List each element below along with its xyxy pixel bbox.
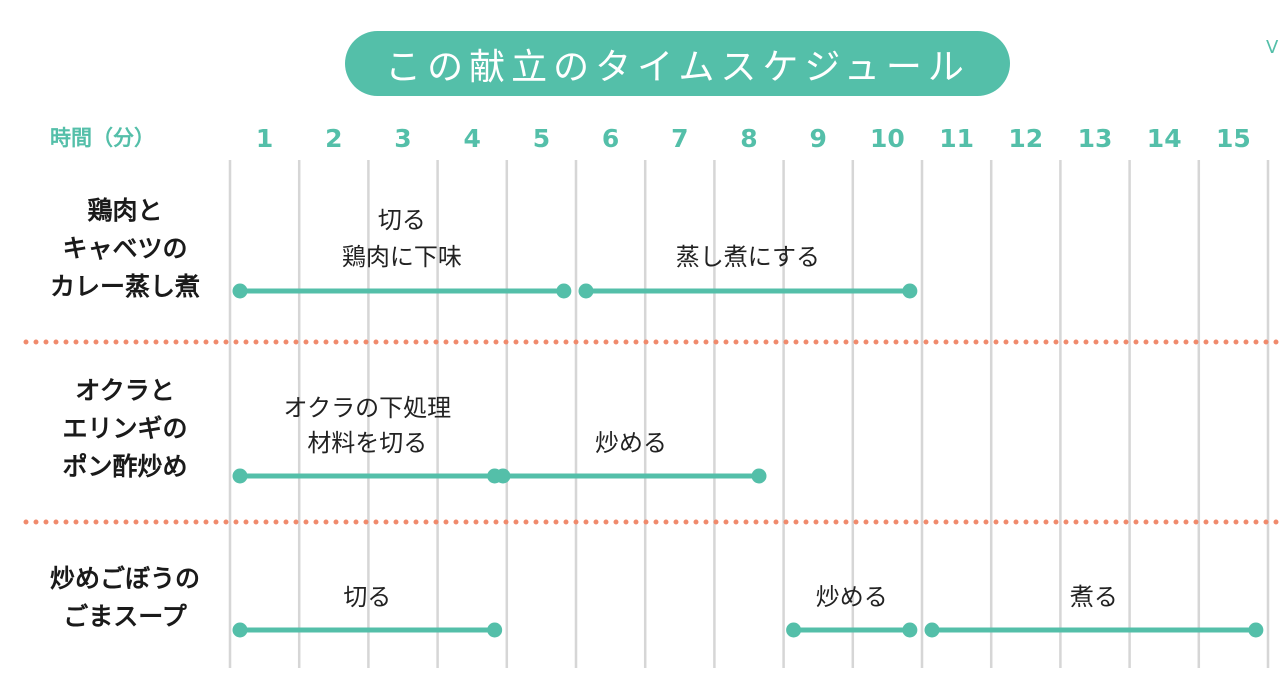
- minute-tick-label: 1: [256, 124, 273, 153]
- minute-tick-label: 10: [870, 124, 905, 153]
- task-label: 炒める: [816, 583, 888, 611]
- task-label: 煮る: [1070, 583, 1118, 611]
- dish-label-line: オクラと: [75, 376, 175, 405]
- minute-tick-label: 2: [325, 124, 342, 153]
- minute-tick-label: 9: [809, 124, 826, 153]
- minute-tick-label: 11: [939, 124, 974, 153]
- task-label: 切る: [378, 206, 426, 234]
- minute-tick-label: 4: [463, 124, 480, 153]
- task-bar-start-dot: [232, 468, 248, 484]
- dish-label-line: 炒めごぼうの: [49, 564, 200, 593]
- task-label: 切る: [343, 583, 391, 611]
- task-bar-end-dot: [487, 622, 503, 638]
- dish-label-0: 鶏肉と キャベツの カレー蒸し煮: [20, 192, 230, 306]
- task-label: オクラの下処理: [284, 394, 452, 422]
- task-bar-start-dot: [578, 283, 594, 299]
- minute-tick-label: 14: [1147, 124, 1182, 153]
- dish-label-line: ポン酢炒め: [62, 452, 188, 481]
- minute-tick-label: 15: [1216, 124, 1251, 153]
- minute-tick-label: 12: [1008, 124, 1043, 153]
- minute-tick-label: 6: [602, 124, 619, 153]
- minute-tick-label: 3: [394, 124, 411, 153]
- dish-label-line: 鶏肉と: [87, 196, 163, 225]
- title-banner: この献立のタイムスケジュール: [345, 31, 1010, 96]
- task-bar-end-dot: [556, 283, 572, 299]
- task-bar-start-dot: [786, 622, 802, 638]
- dish-label-line: ごまスープ: [63, 602, 187, 631]
- dish-label-2: 炒めごぼうの ごまスープ: [20, 560, 230, 636]
- task-bar-start-dot: [232, 283, 248, 299]
- task-bar-start-dot: [924, 622, 940, 638]
- task-bar-end-dot: [902, 283, 918, 299]
- dish-label-line: エリンギの: [62, 414, 188, 443]
- task-bar-end-dot: [751, 468, 767, 484]
- task-bar-start-dot: [495, 468, 511, 484]
- corner-mark: V: [1266, 37, 1279, 58]
- task-bar-start-dot: [232, 622, 248, 638]
- time-axis-label: 時間（分）: [50, 126, 155, 150]
- minute-tick-label: 7: [671, 124, 688, 153]
- dish-label-line: カレー蒸し煮: [49, 272, 200, 301]
- minute-tick-label: 5: [533, 124, 550, 153]
- task-label: 蒸し煮にする: [676, 243, 820, 271]
- minute-tick-label: 13: [1078, 124, 1113, 153]
- minute-tick-label: 8: [740, 124, 757, 153]
- task-bar-end-dot: [1248, 622, 1264, 638]
- page-title: この献立のタイムスケジュール: [385, 46, 970, 88]
- task-label: 炒める: [595, 429, 667, 457]
- task-bar-end-dot: [902, 622, 918, 638]
- task-label: 材料を切る: [307, 429, 427, 457]
- task-label: 鶏肉に下味: [342, 243, 462, 271]
- dish-label-line: キャベツの: [62, 234, 188, 263]
- dish-label-1: オクラと エリンギの ポン酢炒め: [20, 372, 230, 486]
